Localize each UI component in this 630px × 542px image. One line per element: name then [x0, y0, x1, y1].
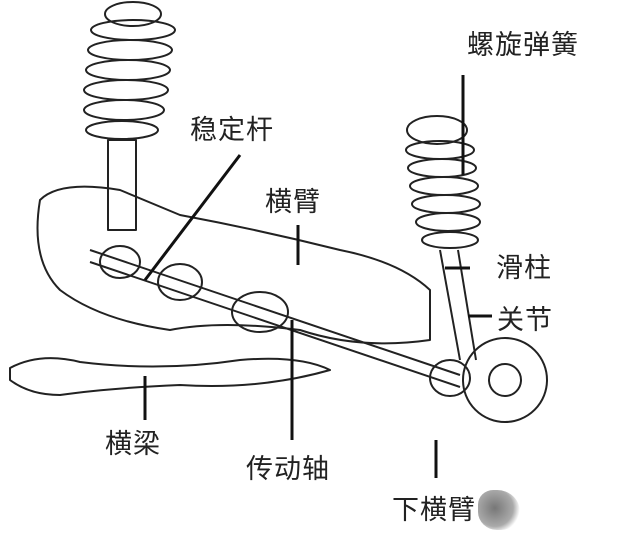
right-coil-spring — [405, 115, 481, 361]
label-strut: 滑柱 — [496, 253, 552, 284]
label-transverse-arm: 横臂 — [265, 187, 321, 218]
crossmember — [9, 357, 331, 396]
subframe — [36, 185, 431, 345]
leader-lines — [143, 75, 492, 478]
label-stabilizer-bar: 稳定杆 — [190, 115, 274, 146]
drive-shaft — [89, 245, 471, 397]
left-coil-spring — [83, 1, 176, 231]
label-coil-spring: 螺旋弹簧 — [467, 30, 579, 61]
label-drive-shaft: 传动轴 — [246, 454, 330, 485]
label-lower-arm: 下横臂 — [392, 495, 476, 526]
wheel-hub — [462, 337, 548, 423]
label-crossmember: 横梁 — [105, 429, 161, 460]
blur-smudge — [478, 490, 520, 530]
label-joint: 关节 — [497, 305, 553, 336]
